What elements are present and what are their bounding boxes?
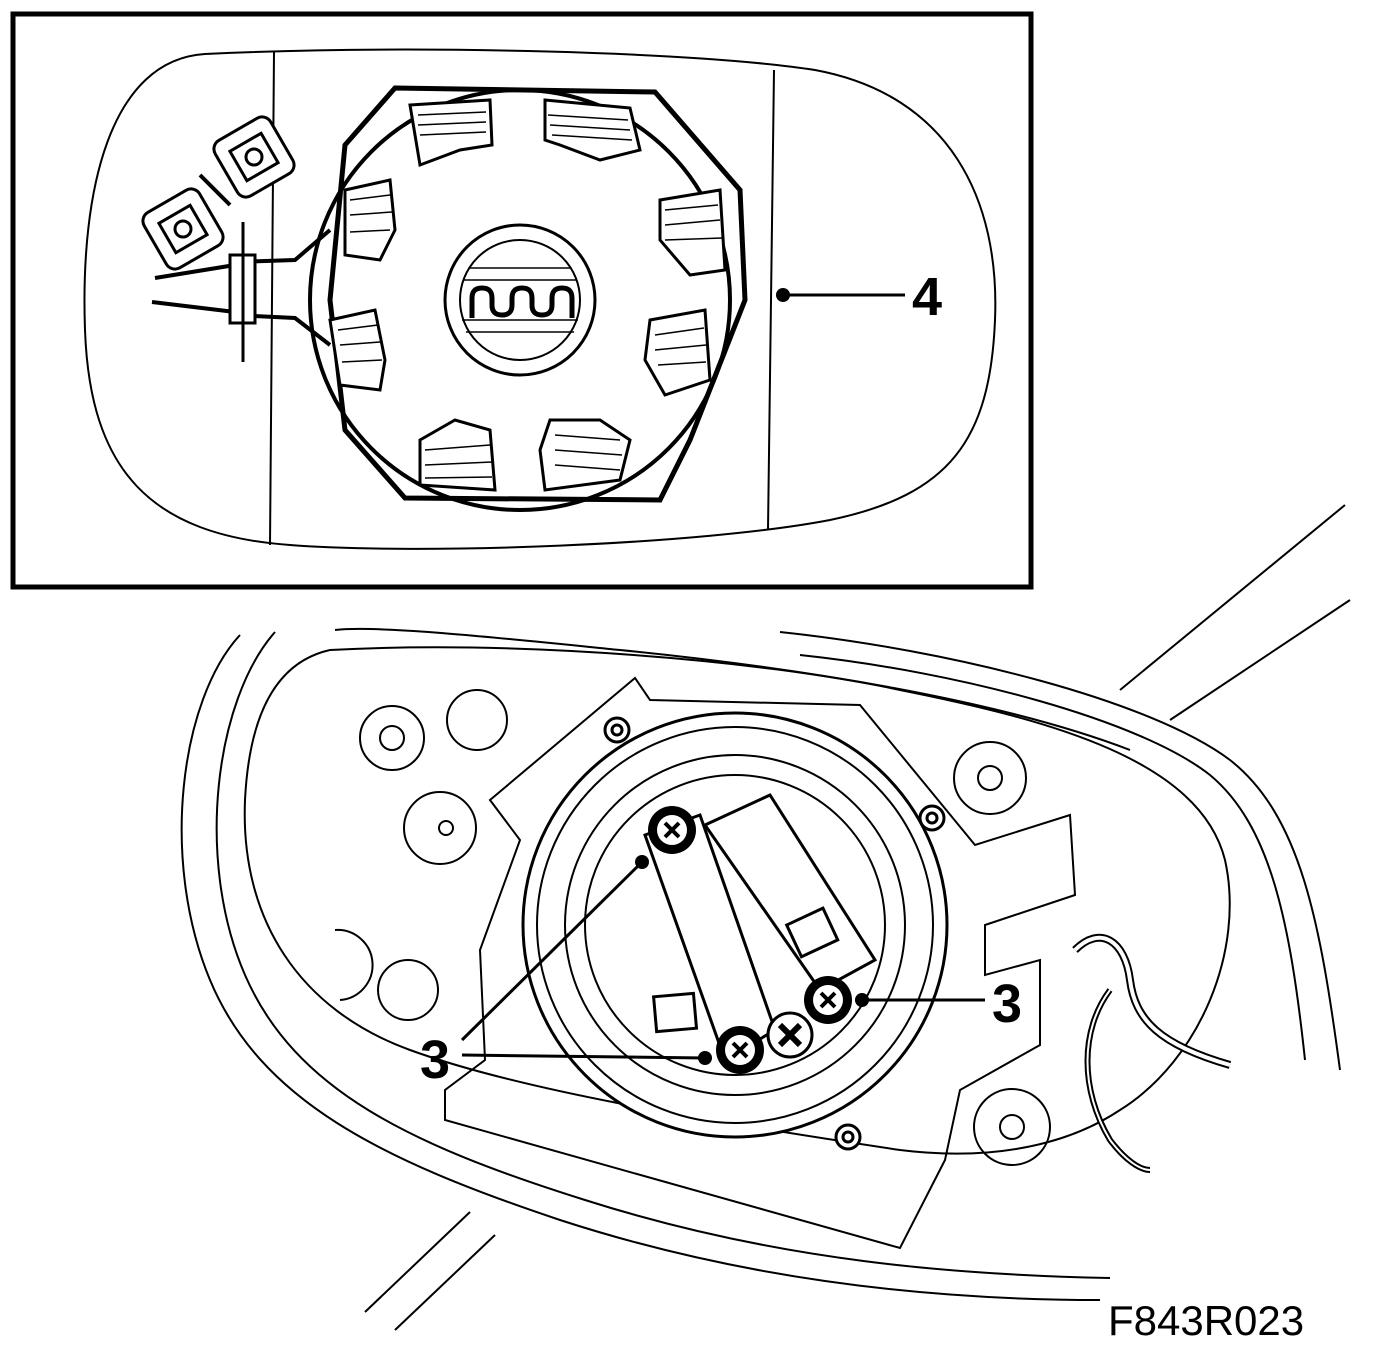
motor-ring-3	[564, 754, 906, 1096]
callout-3-dot-upper	[635, 855, 649, 869]
heater-ring	[308, 88, 732, 512]
callout-4-label: 4	[912, 267, 942, 327]
figure-code: F843R023	[1108, 1297, 1304, 1344]
hub-hatching	[462, 267, 578, 333]
terminal-separator	[198, 173, 232, 207]
heater-hatching	[337, 111, 723, 479]
motor-ring-4	[584, 774, 886, 1076]
terminal-connectors	[141, 115, 296, 271]
callout-3-leader-upper	[460, 860, 644, 1042]
callout-3-leader-lower	[461, 1053, 706, 1060]
heater-hub-inner	[459, 239, 581, 361]
harness-cable	[1072, 933, 1232, 1069]
ring-lugs	[603, 716, 946, 1151]
callout-3-label-left: 3	[420, 1030, 450, 1090]
heater-plate	[327, 85, 748, 503]
heating-element-symbol	[469, 285, 575, 318]
inset-frame	[10, 11, 1034, 590]
callout-3-label-right: 3	[992, 974, 1022, 1034]
callout-3-dot-right	[855, 993, 869, 1007]
harness-cable-lower-inner	[1086, 989, 1151, 1171]
inset-panel: 4	[10, 11, 1034, 590]
housing-view: 3 3	[180, 504, 1351, 1331]
motor-ring-2	[536, 726, 934, 1124]
motor-carrier	[444, 676, 1077, 1250]
mounting-bosses	[334, 689, 1051, 1166]
heater-hub-outer	[443, 223, 597, 377]
harness-cable-inner	[1073, 935, 1231, 1067]
callout-4-dot	[776, 288, 790, 302]
callout-3-dot-lower	[698, 1051, 712, 1065]
mirror-glass-outline	[83, 48, 997, 550]
housing-outline	[180, 504, 1351, 1331]
motor-screws	[648, 806, 852, 1074]
mount-plate	[243, 646, 1231, 1155]
motor-terminals	[651, 906, 840, 1034]
glass-divider-right	[767, 69, 775, 531]
